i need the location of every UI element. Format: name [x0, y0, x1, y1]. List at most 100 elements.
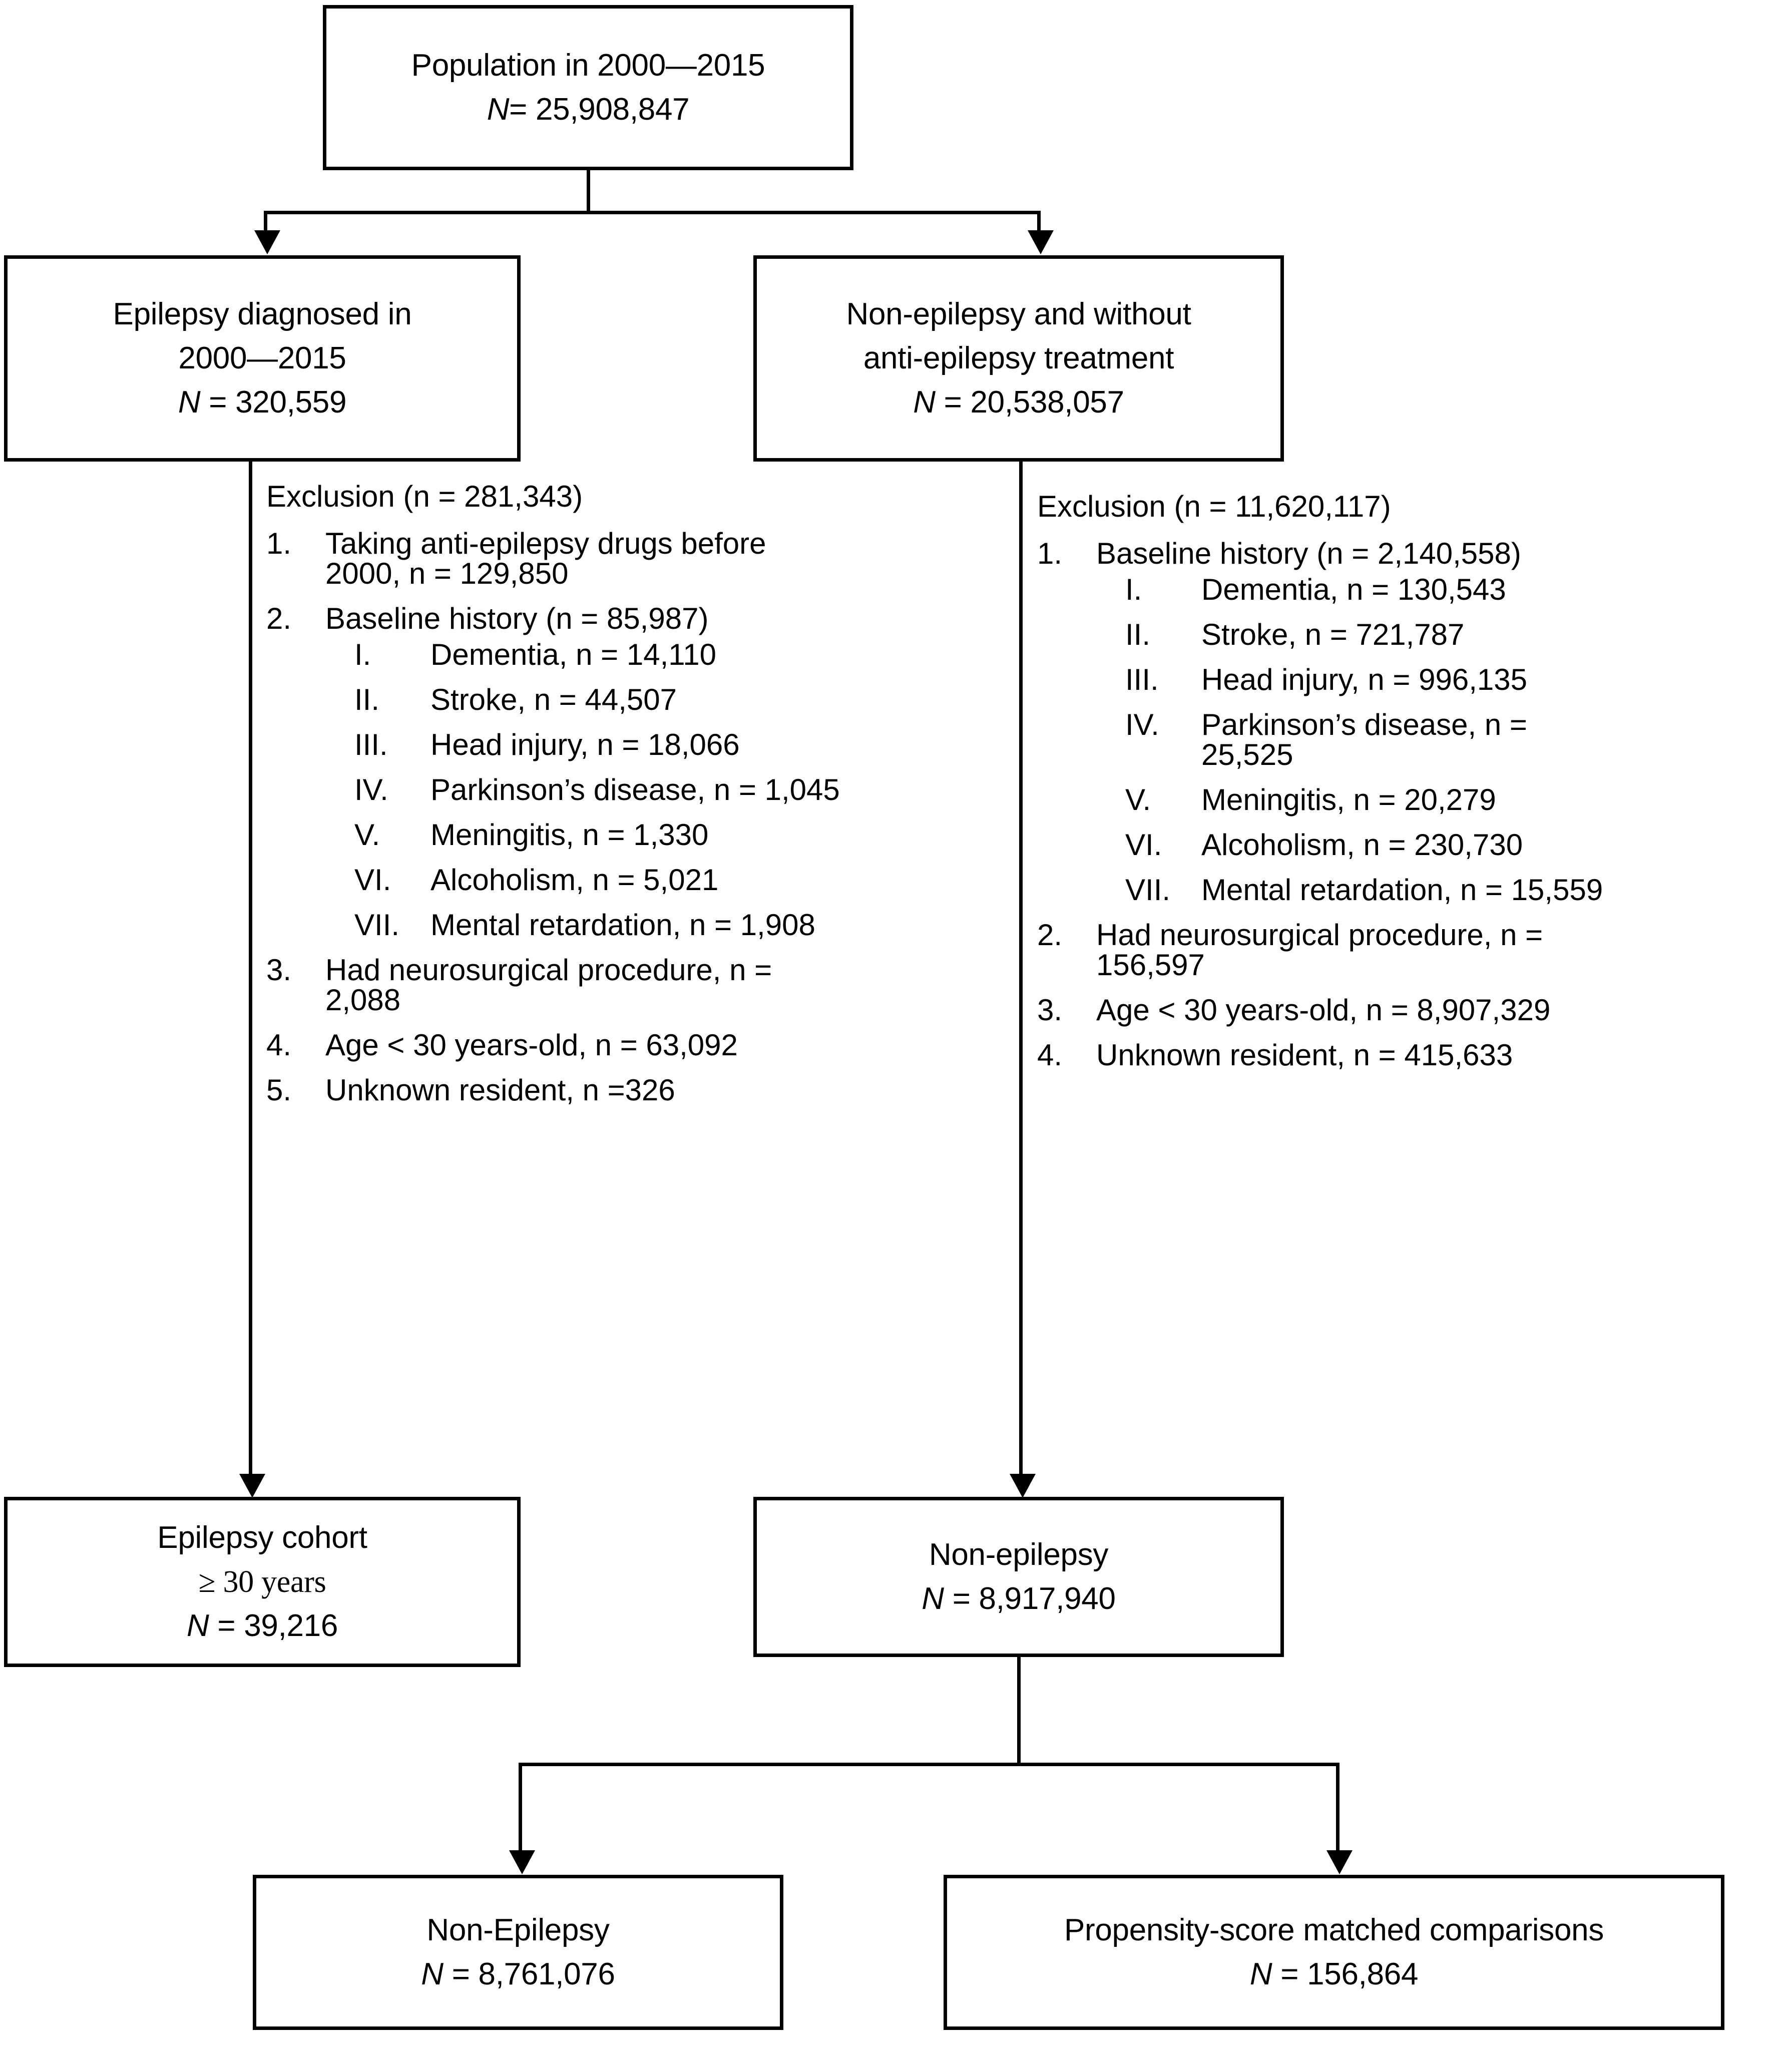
- node-non-epilepsy-untreated-line3: N = 20,538,057: [913, 380, 1124, 425]
- arrow-to-nonepilepsy: [1028, 230, 1054, 254]
- sub-list-item: I. Dementia, n = 14,110: [325, 640, 947, 670]
- node-matched-comparisons-n-value: = 156,864: [1280, 1957, 1419, 1991]
- connector-to-nonepilepsy: [1037, 211, 1041, 232]
- sub-list-item: I.Dementia, n = 130,543: [1096, 575, 1748, 605]
- sub-list-item: VI. Alcoholism, n = 5,021: [325, 865, 947, 895]
- item-number: 1.: [266, 527, 292, 560]
- connector-nonepilepsy-long: [1019, 462, 1023, 1478]
- item-text: Unknown resident, n =326: [325, 1073, 675, 1107]
- connector-split-top: [264, 211, 1041, 214]
- connector-split-bottom: [519, 1763, 1339, 1766]
- sub-list-item: II.Stroke, n = 721,787: [1096, 620, 1748, 650]
- node-non-epilepsy-final: Non-Epilepsy N = 8,761,076: [253, 1875, 783, 2030]
- node-non-epilepsy-n-value: = 8,917,940: [952, 1581, 1116, 1616]
- sub-list-item: VII. Mental retardation, n = 15,559: [1096, 875, 1748, 905]
- list-item: 4. Unknown resident, n = 415,633: [1037, 1040, 1748, 1070]
- item-number: II.: [354, 683, 380, 716]
- arrow-to-non-epilepsy: [1010, 1474, 1036, 1498]
- list-item: 3. Age < 30 years-old, n = 8,907,329: [1037, 995, 1748, 1025]
- item-number: VII.: [1125, 873, 1171, 907]
- item-number: 3.: [266, 953, 292, 987]
- item-continuation: 25,525: [1201, 738, 1293, 771]
- node-epilepsy-diagnosed-line3: N = 320,559: [178, 380, 347, 425]
- node-population-line1: Population in 2000—2015: [411, 48, 765, 83]
- item-number: 3.: [1037, 993, 1063, 1027]
- connector-epilepsy-long: [249, 462, 252, 1478]
- item-number: VI.: [354, 863, 391, 897]
- arrow-to-non-epilepsy-final: [509, 1850, 535, 1874]
- node-population-line2: N= 25,908,847: [487, 88, 690, 132]
- n-symbol: N: [1249, 1957, 1272, 1991]
- item-number: I.: [354, 638, 371, 671]
- connector-non-epilepsy-stem: [1017, 1657, 1021, 1766]
- node-epilepsy-diagnosed: Epilepsy diagnosed in 2000—2015 N = 320,…: [4, 255, 521, 462]
- node-non-epilepsy-untreated: Non-epilepsy and without anti-epilepsy t…: [753, 255, 1284, 462]
- n-symbol: N: [178, 385, 201, 420]
- item-text: Age < 30 years-old, n = 8,907,329: [1096, 993, 1551, 1027]
- exclusion-list-right: Exclusion (n = 11,620,117) 1. Baseline h…: [1037, 492, 1748, 1070]
- item-text: Unknown resident, n = 415,633: [1096, 1038, 1513, 1072]
- node-non-epilepsy-line1: Non-epilepsy: [929, 1537, 1109, 1572]
- sub-list-item: IV.Parkinson’s disease, n = 1,045: [325, 775, 947, 805]
- node-non-epilepsy-final-line2: N = 8,761,076: [421, 1952, 615, 1996]
- item-number: VII.: [354, 908, 400, 942]
- item-text: Stroke, n = 721,787: [1201, 618, 1465, 651]
- item-continuation: 2000, n = 129,850: [325, 557, 569, 590]
- exclusion-list-left: Exclusion (n = 281,343) 1. Taking anti-e…: [266, 482, 947, 1105]
- item-text: Dementia, n = 14,110: [430, 638, 716, 671]
- node-epilepsy-cohort-line2: ≥ 30 years: [198, 1564, 326, 1599]
- sub-list-item: V.Meningitis, n = 20,279: [1096, 785, 1748, 815]
- sub-list-item: IV. Parkinson’s disease, n =25,525: [1096, 710, 1748, 770]
- item-text: Parkinson’s disease, n =: [1201, 708, 1527, 741]
- list-item: 4. Age < 30 years-old, n = 63,092: [266, 1030, 947, 1060]
- list-item: 1. Baseline history (n = 2,140,558) I.De…: [1037, 539, 1748, 905]
- sub-list-item: VII.Mental retardation, n = 1,908: [325, 910, 947, 940]
- item-number: IV.: [354, 773, 388, 806]
- n-symbol: N: [186, 1608, 209, 1644]
- item-number: 1.: [1037, 537, 1063, 570]
- sub-list-item: II. Stroke, n = 44,507: [325, 685, 947, 715]
- exclusion-left-items: 1. Taking anti-epilepsy drugs before 200…: [266, 529, 947, 1105]
- node-non-epilepsy-final-line1: Non-Epilepsy: [426, 1912, 610, 1947]
- sub-list: I. Dementia, n = 14,110 II. Stroke, n = 44…: [325, 640, 947, 940]
- node-matched-comparisons-line2: N = 156,864: [1249, 1952, 1419, 1996]
- item-text: Mental retardation, n = 15,559: [1201, 873, 1603, 907]
- node-matched-comparisons: Propensity-score matched comparisons N =…: [944, 1875, 1724, 2030]
- node-non-epilepsy-untreated-line1: Non-epilepsy and without: [846, 296, 1191, 331]
- item-text: Age < 30 years-old, n = 63,092: [325, 1028, 738, 1062]
- node-non-epilepsy-untreated-line2: anti-epilepsy treatment: [863, 340, 1174, 375]
- arrow-to-matched: [1326, 1850, 1353, 1874]
- sub-list-item: V.Meningitis, n = 1,330: [325, 820, 947, 850]
- item-text: Head injury, n = 18,066: [430, 728, 740, 761]
- item-number: 2.: [1037, 918, 1063, 952]
- item-number: IV.: [1125, 708, 1159, 741]
- node-matched-comparisons-line1: Propensity-score matched comparisons: [1064, 1912, 1604, 1947]
- item-number: VI.: [1125, 828, 1162, 862]
- item-number: III.: [354, 728, 388, 761]
- n-symbol: N: [922, 1581, 944, 1616]
- list-item: 3. Had neurosurgical procedure, n = 2,08…: [266, 955, 947, 1015]
- item-continuation: 2,088: [325, 983, 401, 1017]
- exclusion-right-header: Exclusion (n = 11,620,117): [1037, 490, 1391, 523]
- item-text: Stroke, n = 44,507: [430, 683, 677, 716]
- item-number: 4.: [266, 1028, 292, 1062]
- item-number: V.: [354, 818, 380, 852]
- item-number: 4.: [1037, 1038, 1063, 1072]
- item-text: Had neurosurgical procedure, n =: [1096, 918, 1543, 952]
- node-epilepsy-cohort-n-value: = 39,216: [217, 1608, 338, 1644]
- item-continuation: 156,597: [1096, 948, 1205, 982]
- n-symbol: N: [913, 385, 936, 420]
- sub-list-item: III.Head injury, n = 996,135: [1096, 665, 1748, 695]
- node-population-n-value: = 25,908,847: [509, 92, 690, 127]
- node-non-epilepsy: Non-epilepsy N = 8,917,940: [753, 1497, 1284, 1657]
- exclusion-right-items: 1. Baseline history (n = 2,140,558) I.De…: [1037, 539, 1748, 1070]
- node-epilepsy-diagnosed-line2: 2000—2015: [178, 340, 346, 375]
- n-symbol: N: [421, 1957, 443, 1991]
- item-text: Alcoholism, n = 230,730: [1201, 828, 1523, 862]
- item-number: 2.: [266, 602, 292, 635]
- item-text: Alcoholism, n = 5,021: [430, 863, 719, 897]
- connector-to-epilepsy: [264, 211, 267, 232]
- sub-list-item: III. Head injury, n = 18,066: [325, 730, 947, 760]
- list-item: 5. Unknown resident, n =326: [266, 1075, 947, 1105]
- arrow-to-epilepsy: [254, 230, 280, 254]
